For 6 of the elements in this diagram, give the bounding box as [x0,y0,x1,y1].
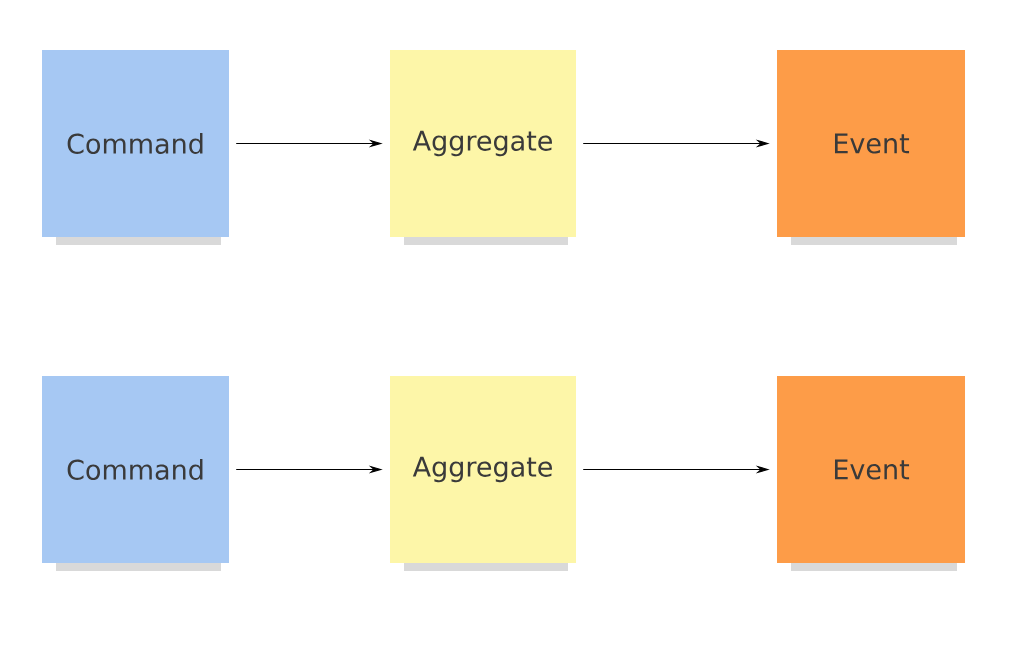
sticky-note: Command [42,50,229,245]
sticky-note: Event [777,50,965,245]
sticky-note: Command [42,376,229,571]
sticky-note: Event [777,376,965,571]
sticky-note: Aggregate [390,50,576,245]
sticky-note: Aggregate [390,376,576,571]
